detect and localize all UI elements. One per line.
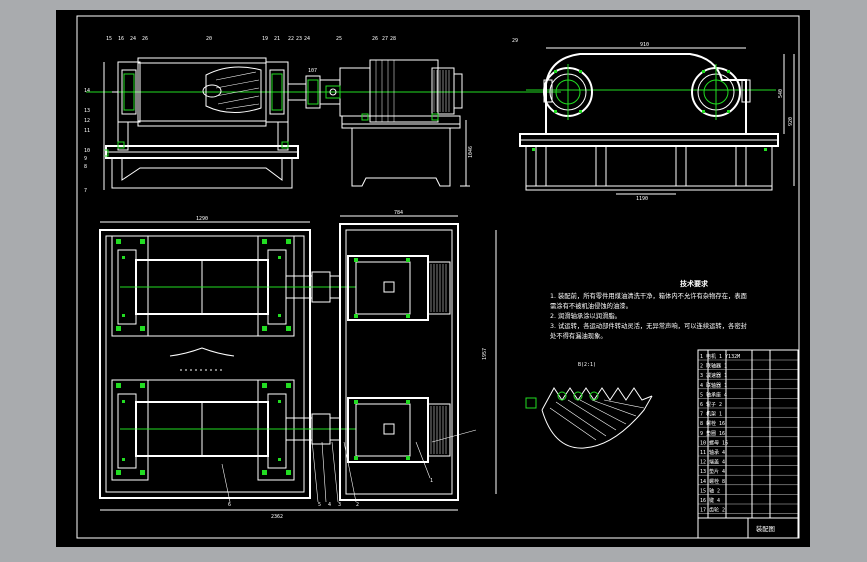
title-block-row: 10 螺母 16 bbox=[700, 439, 728, 446]
dim-side-height-total: 920 bbox=[788, 117, 794, 126]
motor-side-view bbox=[325, 59, 470, 187]
title-block-row: 2 联轴器 1 bbox=[700, 363, 727, 370]
balloon-plan: 2 bbox=[356, 502, 359, 508]
balloon-plan: 1 bbox=[430, 478, 433, 484]
title-block-row: 14 螺栓 8 bbox=[700, 478, 725, 485]
balloon-motor: 27 bbox=[382, 36, 388, 42]
balloon-front-left: 11 bbox=[84, 128, 90, 134]
balloons-front-left: 14 13 12 11 10 9 8 7 bbox=[84, 88, 90, 194]
title-block-footer: 装配图 bbox=[756, 524, 775, 533]
balloon-plan: 4 bbox=[328, 502, 331, 508]
drawing-sheet: 1 电机 1 Y132M 2 联轴器 1 3 减速器 1 4 联轴器 1 5 轴承座 4… bbox=[56, 10, 810, 547]
notes-line: 1. 装配前，所有零件用煤油清洗干净，箱体内不允许有杂物存在，表面 bbox=[550, 291, 747, 300]
side-view bbox=[519, 47, 795, 195]
balloon-front-top: 20 bbox=[206, 36, 212, 42]
balloon-side: 29 bbox=[512, 38, 518, 44]
balloon-plan: 3 bbox=[338, 502, 341, 508]
balloon-front-top: 25 bbox=[336, 36, 342, 42]
dim-front-height: 1046 bbox=[468, 146, 474, 158]
title-block-row: 15 轴 2 bbox=[700, 487, 720, 494]
dim-side-width: 910 bbox=[640, 42, 649, 48]
plan-view bbox=[99, 215, 497, 511]
balloon-front-top: 21 bbox=[274, 36, 280, 42]
balloon-front-left: 13 bbox=[84, 108, 90, 114]
detail-b bbox=[525, 387, 653, 449]
drawing-border bbox=[76, 15, 800, 539]
balloon-motor: 107 bbox=[308, 68, 317, 74]
title-block-row: 8 螺栓 16 bbox=[700, 420, 725, 427]
balloon-plan: 6 bbox=[228, 502, 231, 508]
balloon-front-left: 14 bbox=[84, 88, 90, 94]
balloon-front-left: 12 bbox=[84, 118, 90, 124]
notes-title: 技术要求 bbox=[680, 279, 709, 288]
front-view bbox=[86, 57, 561, 190]
balloon-front-left: 8 bbox=[84, 164, 87, 170]
title-block-row: 5 轴承座 4 bbox=[700, 391, 727, 398]
balloon-plan: 5 bbox=[318, 502, 321, 508]
balloon-front-top: 23 bbox=[296, 36, 302, 42]
balloon-motor: 28 bbox=[390, 36, 396, 42]
title-block-row: 6 辊子 2 bbox=[700, 401, 722, 408]
dim-plan-length: 1957 bbox=[482, 348, 488, 360]
balloon-front-top: 15 bbox=[106, 36, 112, 42]
balloon-front-top: 22 bbox=[288, 36, 294, 42]
title-block-row: 3 减速器 1 bbox=[700, 372, 727, 379]
title-block-row: 4 联轴器 1 bbox=[700, 382, 727, 389]
balloon-front-top: 16 bbox=[118, 36, 124, 42]
notes-line: 2. 润滑轴承涂以润滑脂。 bbox=[550, 311, 621, 320]
balloons-plan: 6 5 4 3 2 1 bbox=[228, 478, 433, 508]
title-block-row: 9 垫圈 16 bbox=[700, 430, 725, 437]
dim-side-height: 540 bbox=[778, 89, 784, 98]
balloon-front-left: 10 bbox=[84, 148, 90, 154]
title-block-row: 17 齿轮 2 bbox=[700, 507, 725, 514]
notes-line: 处不得有漏油现象。 bbox=[550, 331, 607, 340]
dim-motor-base-width: 784 bbox=[394, 210, 403, 216]
title-block-row: 13 垫片 4 bbox=[700, 468, 725, 475]
title-block-row: 16 键 4 bbox=[700, 497, 720, 504]
detail-label: B(2:1) bbox=[578, 362, 596, 368]
title-block-row: 11 轴承 4 bbox=[700, 449, 725, 456]
title-block-row: 12 端盖 4 bbox=[700, 459, 725, 466]
notes-line: 3. 试运转，各运动部件转动灵活，无异常声响，可以连续运转，各密封 bbox=[550, 321, 748, 330]
dim-base-length: 1190 bbox=[636, 196, 648, 202]
title-block-row: 1 电机 1 Y132M bbox=[700, 353, 740, 360]
balloon-front-top: 19 bbox=[262, 36, 268, 42]
balloon-front-left: 9 bbox=[84, 156, 87, 162]
balloon-front-top: 24 bbox=[304, 36, 310, 42]
balloon-front-top: 24 bbox=[130, 36, 136, 42]
notes-lines: 1. 装配前，所有零件用煤油清洗干净，箱体内不允许有杂物存在，表面 需涂有不被机… bbox=[550, 291, 748, 340]
title-block-rows: 1 电机 1 Y132M 2 联轴器 1 3 减速器 1 4 联轴器 1 5 轴承座 4… bbox=[698, 353, 798, 514]
balloon-front-top: 26 bbox=[142, 36, 148, 42]
balloon-motor: 26 bbox=[372, 36, 378, 42]
dim-plan-width: 1290 bbox=[196, 216, 208, 222]
dim-overall-width: 2362 bbox=[271, 514, 283, 520]
notes-line: 需涂有不被机油侵蚀的油漆。 bbox=[550, 301, 632, 310]
balloon-front-left: 7 bbox=[84, 188, 87, 194]
title-block bbox=[697, 349, 799, 539]
title-block-row: 7 机架 1 bbox=[700, 411, 722, 418]
cad-drawing: 1 电机 1 Y132M 2 联轴器 1 3 减速器 1 4 联轴器 1 5 轴承座 4… bbox=[76, 15, 800, 539]
